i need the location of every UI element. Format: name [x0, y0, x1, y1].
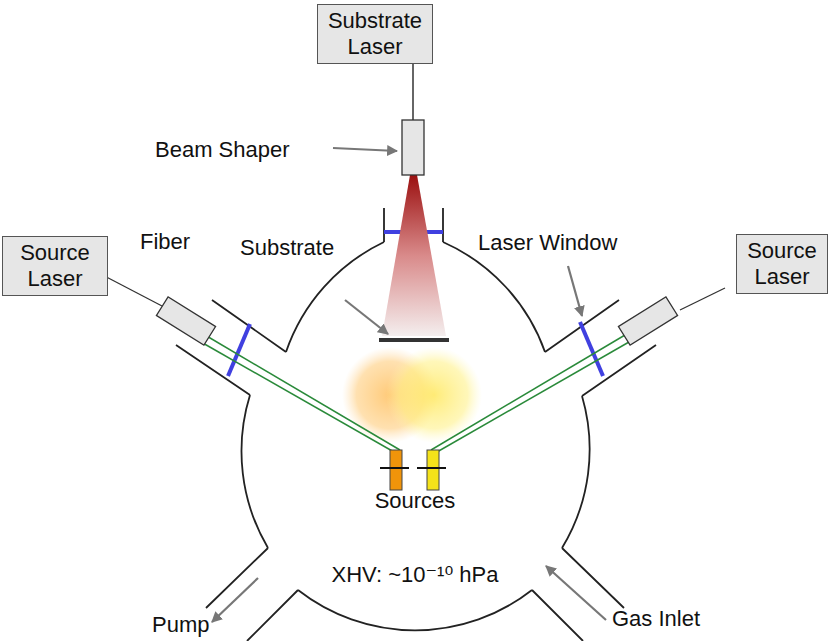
part-label: XHV: ~10⁻¹⁰ hPa — [332, 562, 499, 588]
part-label: Fiber — [140, 229, 190, 255]
source-holder — [380, 467, 446, 469]
box-label: Source Laser — [9, 240, 101, 292]
part-label: Substrate — [240, 235, 334, 261]
leader-arrow — [212, 148, 606, 622]
laser-box: Source Laser — [736, 234, 828, 294]
box-label: Source Laser — [743, 238, 821, 290]
fiber-head — [618, 297, 677, 345]
fiber-head — [156, 297, 215, 345]
laser-box: Substrate Laser — [317, 4, 433, 64]
substrate-plate — [379, 338, 449, 342]
part-label: Pump — [152, 612, 209, 638]
box-label: Substrate Laser — [324, 8, 426, 60]
source-target — [390, 450, 402, 490]
part-label: Sources — [375, 488, 456, 514]
fiber-cable — [93, 270, 725, 310]
source-beam — [201, 335, 629, 452]
part-label: Gas Inlet — [612, 606, 700, 632]
substrate-beam — [382, 175, 446, 336]
part-label: Laser Window — [478, 230, 617, 256]
laser-box: Source Laser — [2, 236, 108, 296]
source-target — [427, 450, 439, 490]
laser-cable — [412, 62, 414, 120]
beam-shaper — [402, 120, 424, 175]
part-label: Beam Shaper — [155, 137, 290, 163]
